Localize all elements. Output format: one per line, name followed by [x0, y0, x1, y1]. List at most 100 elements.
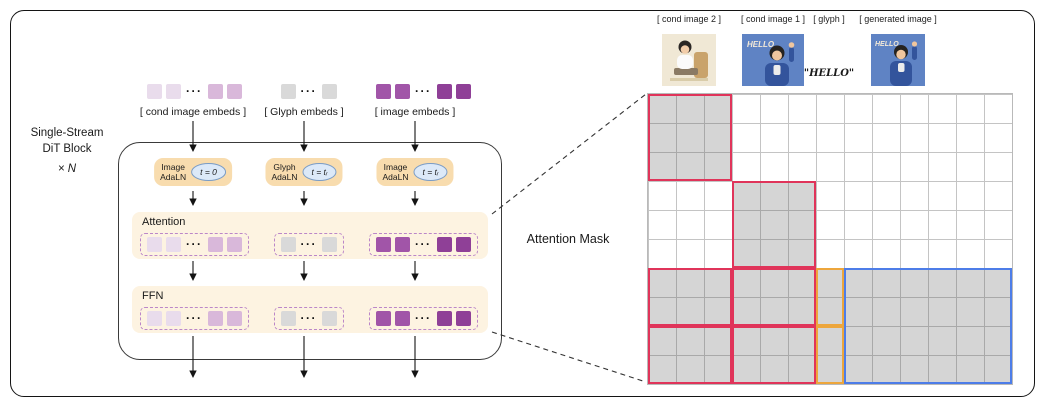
man-face-icon — [772, 50, 782, 61]
ffn-label: FFN — [142, 290, 164, 302]
token-square — [280, 237, 296, 252]
attention-token-row: ··· ··· ··· — [140, 233, 478, 256]
token-square — [207, 84, 223, 99]
token-square — [455, 237, 471, 252]
token-square — [455, 84, 471, 99]
token-group-cond: ··· — [140, 80, 249, 103]
man-face-icon — [896, 49, 906, 60]
token-square — [395, 237, 410, 252]
token-square — [322, 311, 337, 326]
glyph-embeds-label: [ Glyph embeds ] — [264, 106, 344, 118]
ellipsis-dots: ··· — [186, 311, 203, 325]
man-shirt-icon — [773, 65, 781, 75]
token-group-glyph: ··· — [274, 80, 345, 103]
lap-shape — [674, 68, 698, 75]
token-square — [147, 84, 162, 99]
generated-image-label: [ generated image ] — [859, 14, 937, 24]
ffn-section: FFN ··· ··· ··· — [132, 286, 488, 333]
ellipsis-dots: ··· — [300, 84, 317, 98]
generated-image-thumbnail: HELLO — [871, 34, 925, 86]
token-square — [322, 237, 337, 252]
ellipsis-dots: ··· — [186, 84, 203, 98]
token-square — [455, 311, 471, 326]
mask-block-red — [648, 94, 732, 181]
hello-text-cond1: HELLO — [747, 40, 775, 49]
token-group-image: ··· — [369, 80, 478, 103]
mask-block-orange — [816, 326, 844, 384]
token-square — [166, 237, 181, 252]
mask-block-red — [732, 326, 816, 384]
woman-face-icon — [680, 45, 690, 54]
token-square — [226, 311, 242, 326]
cond-image-2-thumbnail — [662, 34, 716, 86]
attention-mask-label: Attention Mask — [526, 232, 610, 246]
dit-label-times-n: × N — [57, 163, 77, 176]
attention-mask-grid — [647, 93, 1013, 385]
timestep-oval: t = tᵣ — [302, 163, 337, 182]
token-square — [280, 84, 296, 99]
token-square — [322, 84, 337, 99]
token-group-cond: ··· — [140, 233, 249, 256]
dit-block-container — [118, 142, 502, 360]
token-square — [436, 84, 452, 99]
ffn-token-row: ··· ··· ··· — [140, 307, 478, 330]
glyph-label: [ glyph ] — [813, 14, 845, 24]
image-embeds-label: [ image embeds ] — [374, 106, 456, 118]
cond-image-2-label: [ cond image 2 ] — [656, 14, 722, 24]
token-square — [147, 237, 162, 252]
glyph-hello-text: "HELLO" — [803, 68, 855, 79]
hello-text-generated: HELLO — [875, 41, 899, 48]
mask-block-red — [648, 268, 732, 326]
mask-block-blue — [844, 268, 1012, 384]
token-group-glyph: ··· — [273, 233, 344, 256]
ellipsis-dots: ··· — [415, 84, 432, 98]
timestep-oval: t = tᵣ — [413, 163, 448, 182]
mask-block-red — [732, 181, 816, 268]
embed-token-row: ··· ··· ··· — [140, 80, 478, 103]
token-group-image: ··· — [369, 233, 478, 256]
token-group-glyph: ··· — [273, 307, 344, 330]
man-hand-icon — [788, 42, 795, 48]
token-square — [436, 237, 452, 252]
cond-image-embeds-label: [ cond image embeds ] — [139, 106, 247, 118]
token-square — [226, 84, 242, 99]
token-square — [376, 84, 391, 99]
token-square — [376, 311, 391, 326]
ellipsis-dots: ··· — [186, 237, 203, 251]
ellipsis-dots: ··· — [415, 237, 432, 251]
token-square — [147, 311, 162, 326]
token-square — [395, 84, 410, 99]
token-square — [207, 237, 223, 252]
token-square — [280, 311, 296, 326]
dit-label-line2: DiT Block — [42, 142, 92, 155]
mask-block-red — [732, 268, 816, 326]
ellipsis-dots: ··· — [300, 237, 317, 251]
token-square — [226, 237, 242, 252]
token-group-cond: ··· — [140, 307, 249, 330]
mask-block-orange — [816, 268, 844, 326]
token-square — [166, 84, 181, 99]
woman-shirt-icon — [677, 55, 693, 69]
token-square — [207, 311, 223, 326]
man-shirt-icon — [898, 63, 905, 72]
cond-image-1-thumbnail: HELLO — [742, 34, 804, 86]
token-square — [395, 311, 410, 326]
attention-label: Attention — [142, 216, 186, 228]
timestep-oval: t = 0 — [191, 163, 226, 182]
cond-image-1-label: [ cond image 1 ] — [740, 14, 806, 24]
ellipsis-dots: ··· — [415, 311, 432, 325]
token-group-image: ··· — [369, 307, 478, 330]
token-square — [166, 311, 181, 326]
man-jacket-icon — [890, 61, 912, 86]
attention-section: Attention ··· ··· ··· — [132, 212, 488, 259]
dit-block-label: Single-Stream DiT Block × N — [16, 126, 118, 178]
man-arm-icon — [789, 47, 794, 62]
man-arm-icon — [912, 46, 917, 60]
token-square — [376, 237, 391, 252]
